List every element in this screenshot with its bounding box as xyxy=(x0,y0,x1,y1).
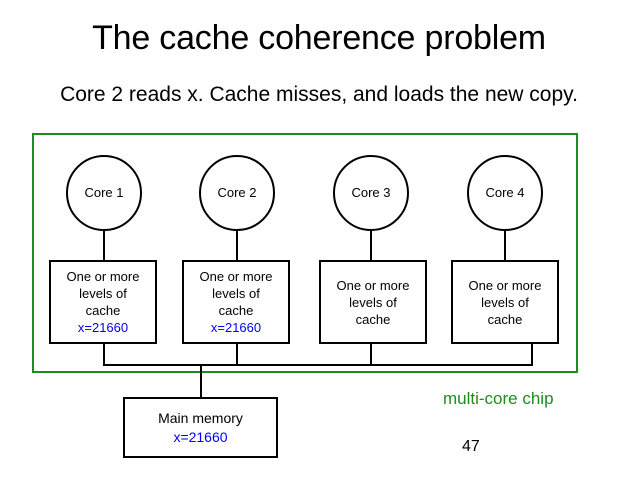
wire-core2-to-cache2 xyxy=(236,231,238,261)
multi-core-chip-label: multi-core chip xyxy=(443,389,554,408)
multi-core-chip-boundary xyxy=(32,133,578,373)
main-memory-value: x=21660 xyxy=(173,428,228,445)
cache-node-2[interactable]: One or more levels of cache x=21660 xyxy=(182,260,290,344)
core-label-1: Core 1 xyxy=(84,185,124,200)
wire-bus-to-main-memory xyxy=(200,364,202,398)
cache-line1-1: One or more xyxy=(66,269,140,284)
cache-line1-2: One or more xyxy=(199,269,273,284)
wire-core4-to-cache4 xyxy=(504,231,506,261)
cache-line3-4: cache xyxy=(487,311,523,327)
wire-core1-to-cache1 xyxy=(103,231,105,261)
page-subtitle: Core 2 reads x. Cache misses, and loads … xyxy=(60,83,578,106)
cache-line2-1: levels of xyxy=(79,286,127,301)
core-label-2: Core 2 xyxy=(217,185,257,200)
wire-cache3-to-bus xyxy=(370,344,372,366)
main-memory-label: Main memory xyxy=(158,409,243,426)
page-title: The cache coherence problem xyxy=(92,19,546,57)
cache-line1-4: One or more xyxy=(468,277,542,293)
cache-line2-3: levels of xyxy=(349,294,397,310)
cache-value-1: x=21660 xyxy=(77,320,129,335)
core-label-3: Core 3 xyxy=(351,185,391,200)
cache-line2-4: levels of xyxy=(481,294,529,310)
cache-node-1[interactable]: One or more levels of cache x=21660 xyxy=(49,260,157,344)
cache-node-3[interactable]: One or more levels of cache xyxy=(319,260,427,344)
core-node-4[interactable]: Core 4 xyxy=(467,155,543,231)
wire-cache2-to-bus xyxy=(236,344,238,366)
cache-line2-2: levels of xyxy=(212,286,260,301)
cache-node-4[interactable]: One or more levels of cache xyxy=(451,260,559,344)
cache-line3-3: cache xyxy=(355,311,391,327)
core-label-4: Core 4 xyxy=(485,185,525,200)
core-node-3[interactable]: Core 3 xyxy=(333,155,409,231)
core-node-1[interactable]: Core 1 xyxy=(66,155,142,231)
wire-cache4-to-bus xyxy=(531,344,533,366)
page-number: 47 xyxy=(462,438,480,455)
core-node-2[interactable]: Core 2 xyxy=(199,155,275,231)
wire-cache1-to-bus xyxy=(103,344,105,366)
cache-line3-1: cache xyxy=(85,303,121,318)
main-memory-node[interactable]: Main memory x=21660 xyxy=(123,397,278,458)
cache-line1-3: One or more xyxy=(336,277,410,293)
interconnect-bus xyxy=(103,364,533,366)
cache-line3-2: cache xyxy=(218,303,254,318)
wire-core3-to-cache3 xyxy=(370,231,372,261)
cache-value-2: x=21660 xyxy=(210,320,262,335)
